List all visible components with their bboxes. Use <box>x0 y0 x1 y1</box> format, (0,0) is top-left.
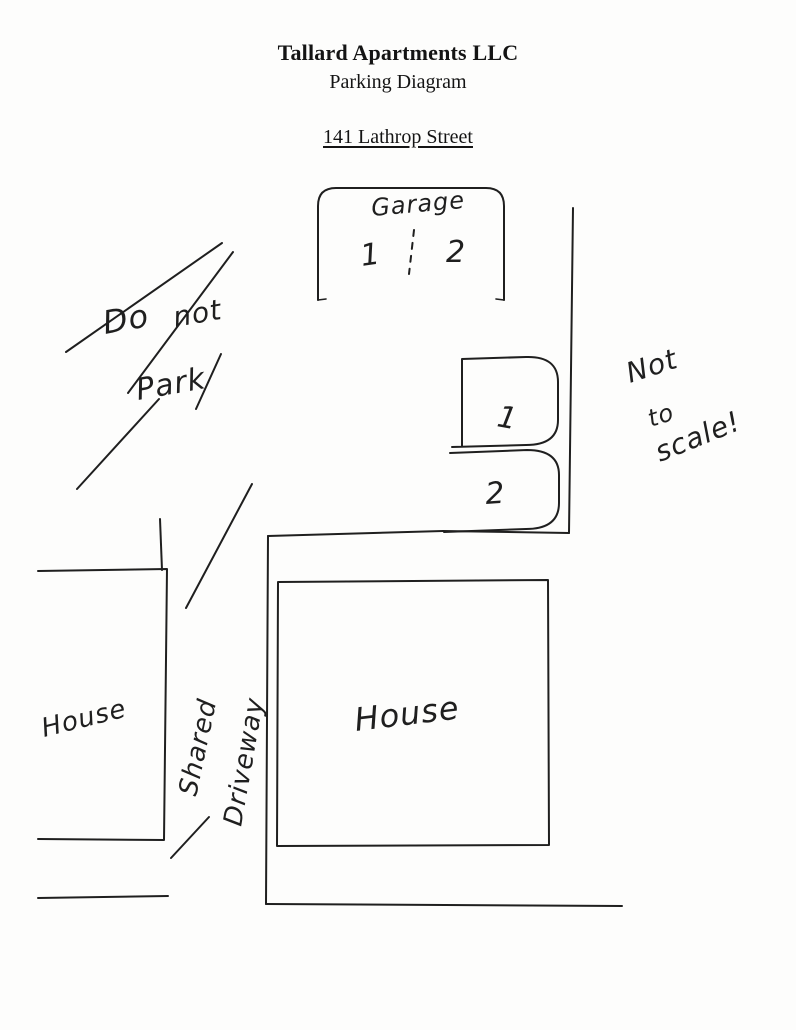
left-house-label: House <box>38 694 129 744</box>
property-boundary <box>37 207 623 907</box>
spot-1-label: 1 <box>495 399 521 437</box>
main-house-label: House <box>352 688 461 739</box>
driveway-label: Driveway <box>218 695 270 828</box>
garage-bottom-tick-left <box>317 298 327 301</box>
no-parking-hatch-line <box>195 353 222 410</box>
right-boundary-line <box>568 207 574 534</box>
garage-bottom-tick-right <box>495 298 505 301</box>
garage: Garage 1 2 <box>317 186 505 301</box>
not-word: not <box>170 293 224 334</box>
do-word: Do <box>100 296 152 341</box>
park-word: Park <box>133 361 209 408</box>
driveway-hatch-line <box>170 816 210 859</box>
driveway-edge-line <box>159 518 163 571</box>
parking-spots: 1 2 <box>443 355 560 533</box>
not-to-scale-note: Not to scale! <box>622 342 746 468</box>
garage-spot-2-label: 2 <box>446 235 466 270</box>
street-edge-line <box>37 895 169 899</box>
page-title: Tallard Apartments LLC <box>277 40 519 65</box>
upper-boundary-line <box>267 530 444 537</box>
note-line-2: to <box>644 398 677 433</box>
bottom-boundary-line <box>265 903 623 907</box>
no-parking-area: Do not Park <box>65 242 234 490</box>
shared-label: Shared <box>174 696 224 798</box>
page-address: 141 Lathrop Street <box>323 126 473 148</box>
spot-1-outline <box>451 355 559 448</box>
page-subtitle: Parking Diagram <box>329 71 467 93</box>
spot-2-label: 2 <box>484 476 506 512</box>
garage-spot-1-label: 1 <box>358 236 383 273</box>
driveway-hatch-line <box>185 483 253 609</box>
no-parking-hatch-line <box>65 242 223 353</box>
note-line-1: Not <box>622 342 682 389</box>
garage-divider-dashed-line <box>408 229 415 275</box>
main-house-outline <box>276 579 550 847</box>
document-header: Tallard Apartments LLC Parking Diagram 1… <box>0 0 796 149</box>
left-house: House <box>37 568 168 841</box>
main-house: House <box>276 579 550 847</box>
no-parking-hatch-line <box>127 251 234 394</box>
left-boundary-line <box>265 535 269 905</box>
left-house-outline <box>37 568 168 841</box>
garage-outline <box>317 187 505 301</box>
spot-2-outline <box>443 449 560 533</box>
spot-base-line <box>442 530 570 534</box>
garage-label: Garage <box>370 186 466 222</box>
no-parking-hatch-line <box>76 398 160 490</box>
shared-driveway: Shared Driveway <box>170 483 270 859</box>
